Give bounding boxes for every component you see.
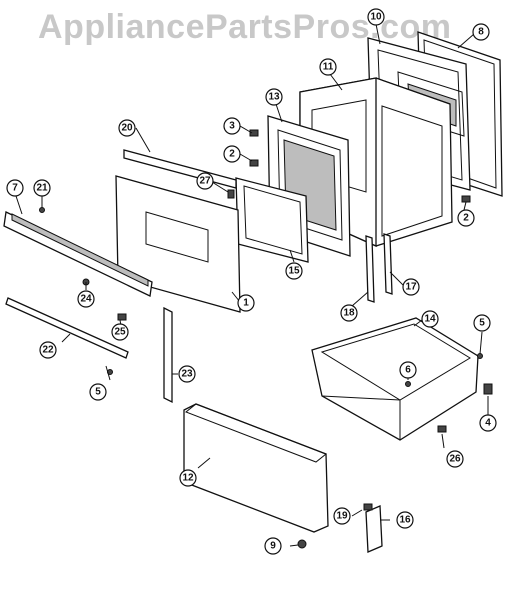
svg-text:1: 1 bbox=[243, 298, 249, 309]
svg-text:24: 24 bbox=[80, 294, 92, 305]
callout-5-rail: 5 bbox=[89, 383, 107, 401]
svg-text:2: 2 bbox=[463, 213, 469, 224]
svg-text:13: 13 bbox=[268, 92, 280, 103]
callout-16: 16 bbox=[396, 511, 414, 529]
callout-23: 23 bbox=[178, 365, 196, 383]
svg-text:19: 19 bbox=[336, 511, 348, 522]
part-side-rail bbox=[3, 211, 153, 297]
callout-9: 9 bbox=[264, 537, 282, 555]
callout-5-drawer: 5 bbox=[473, 314, 491, 332]
part-side-seal bbox=[365, 233, 393, 303]
svg-text:7: 7 bbox=[12, 183, 18, 194]
callout-4: 4 bbox=[479, 414, 497, 432]
svg-text:16: 16 bbox=[399, 515, 411, 526]
part-bottom-rail bbox=[5, 297, 129, 359]
part-drawer-bracket bbox=[365, 505, 383, 553]
svg-text:5: 5 bbox=[479, 318, 485, 329]
svg-text:9: 9 bbox=[270, 541, 276, 552]
callout-2-lower: 2 bbox=[457, 209, 475, 227]
svg-text:6: 6 bbox=[405, 365, 411, 376]
svg-text:26: 26 bbox=[449, 454, 461, 465]
svg-text:18: 18 bbox=[343, 308, 355, 319]
callout-12: 12 bbox=[179, 469, 197, 487]
callout-7: 7 bbox=[6, 179, 24, 197]
svg-text:5: 5 bbox=[95, 387, 101, 398]
callout-18: 18 bbox=[340, 304, 358, 322]
svg-text:2: 2 bbox=[229, 149, 235, 160]
svg-text:23: 23 bbox=[181, 369, 193, 380]
part-drawer bbox=[311, 317, 479, 441]
callout-25: 25 bbox=[111, 323, 129, 341]
svg-text:4: 4 bbox=[485, 418, 491, 429]
callout-21: 21 bbox=[33, 179, 51, 197]
callout-27: 27 bbox=[196, 172, 214, 190]
svg-text:22: 22 bbox=[42, 345, 54, 356]
svg-text:20: 20 bbox=[121, 123, 133, 134]
callout-11: 11 bbox=[319, 58, 337, 76]
callout-20: 20 bbox=[118, 119, 136, 137]
svg-text:8: 8 bbox=[478, 27, 484, 38]
callout-8: 8 bbox=[472, 23, 490, 41]
part-door-front bbox=[115, 175, 241, 313]
part-vertical-strip bbox=[163, 306, 173, 404]
callout-3: 3 bbox=[223, 117, 241, 135]
svg-text:12: 12 bbox=[182, 473, 194, 484]
callout-15: 15 bbox=[285, 262, 303, 280]
callout-24: 24 bbox=[77, 290, 95, 308]
small-hardware bbox=[39, 129, 493, 549]
callout-22: 22 bbox=[39, 341, 57, 359]
part-drawer-front bbox=[183, 403, 329, 533]
svg-text:27: 27 bbox=[199, 176, 211, 187]
svg-text:17: 17 bbox=[405, 282, 417, 293]
callout-14: 14 bbox=[421, 310, 439, 328]
callout-13: 13 bbox=[265, 88, 283, 106]
svg-text:15: 15 bbox=[288, 266, 300, 277]
callout-26: 26 bbox=[446, 450, 464, 468]
callout-17: 17 bbox=[402, 278, 420, 296]
callout-19: 19 bbox=[333, 507, 351, 525]
svg-text:10: 10 bbox=[370, 12, 382, 23]
callout-10: 10 bbox=[367, 8, 385, 26]
svg-text:14: 14 bbox=[424, 314, 436, 325]
callout-1: 1 bbox=[237, 294, 255, 312]
leader-lines bbox=[15, 23, 489, 547]
svg-text:11: 11 bbox=[323, 62, 334, 73]
svg-text:3: 3 bbox=[229, 121, 235, 132]
svg-text:21: 21 bbox=[36, 183, 48, 194]
svg-text:25: 25 bbox=[114, 327, 126, 338]
callout-6: 6 bbox=[399, 361, 417, 379]
callout-2: 2 bbox=[223, 145, 241, 163]
